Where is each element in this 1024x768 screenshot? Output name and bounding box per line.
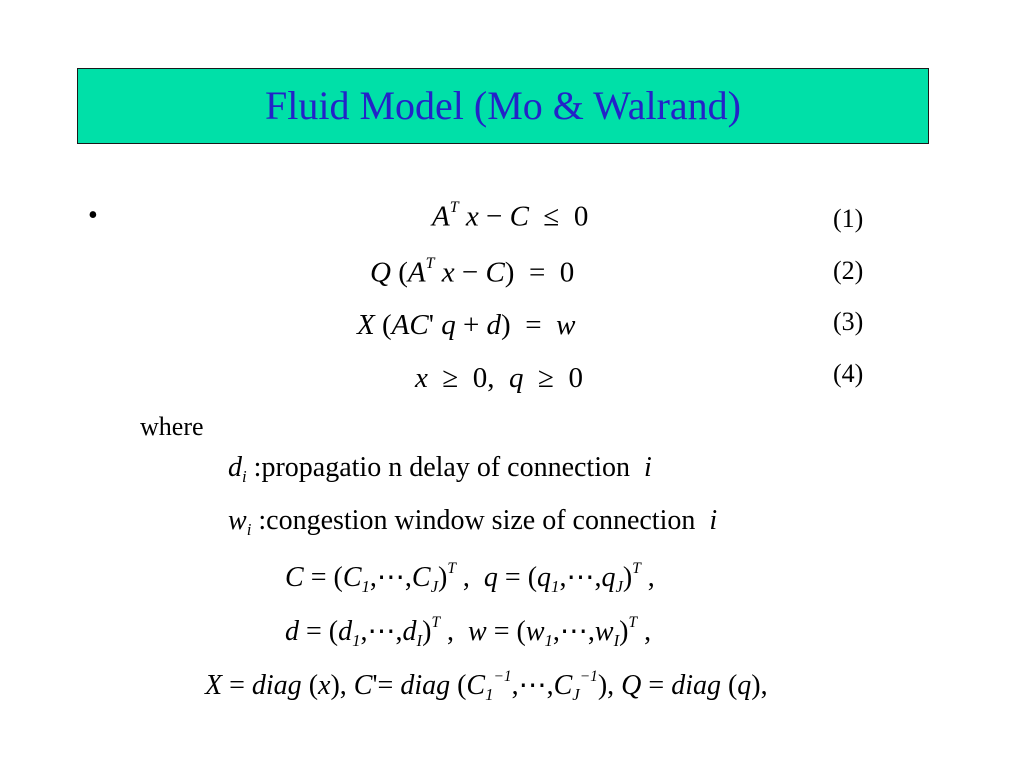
equation-1-number: (1) xyxy=(833,204,864,233)
definition-d-w-vectors: d = (d1,⋯,dI)T , w = (w1,⋯,wI)T , xyxy=(285,614,652,650)
definition-c-q-vectors: C = (C1,⋯,CJ)T , q = (q1,⋯,qJ)T , xyxy=(285,560,655,596)
equation-1: AT x − C ≤ 0 xyxy=(432,199,589,233)
slide-title: Fluid Model (Mo & Walrand) xyxy=(265,83,741,128)
title-banner: Fluid Model (Mo & Walrand) xyxy=(77,68,929,144)
equation-3-number: (3) xyxy=(833,307,864,336)
bullet-marker: • xyxy=(88,200,98,231)
equation-3: X (AC' q + d) = w xyxy=(357,309,576,341)
equation-2-number: (2) xyxy=(833,256,864,285)
definition-diagonal-matrices: X = diag (x), C'= diag (C1−1,⋯,CJ−1), Q … xyxy=(205,668,768,704)
definition-w-text: :congestion window size of connection xyxy=(258,505,696,536)
definition-d-text: :propagatio n delay of connection xyxy=(253,452,630,483)
equation-2: Q (AT x − C) = 0 xyxy=(370,255,575,289)
equation-4: x ≥ 0, q ≥ 0 xyxy=(415,362,583,394)
where-label: where xyxy=(140,412,204,441)
definition-d: di :propagatio n delay of connection i xyxy=(228,452,652,486)
definition-w: wi :congestion window size of connection… xyxy=(228,505,718,539)
equation-4-number: (4) xyxy=(833,359,864,388)
